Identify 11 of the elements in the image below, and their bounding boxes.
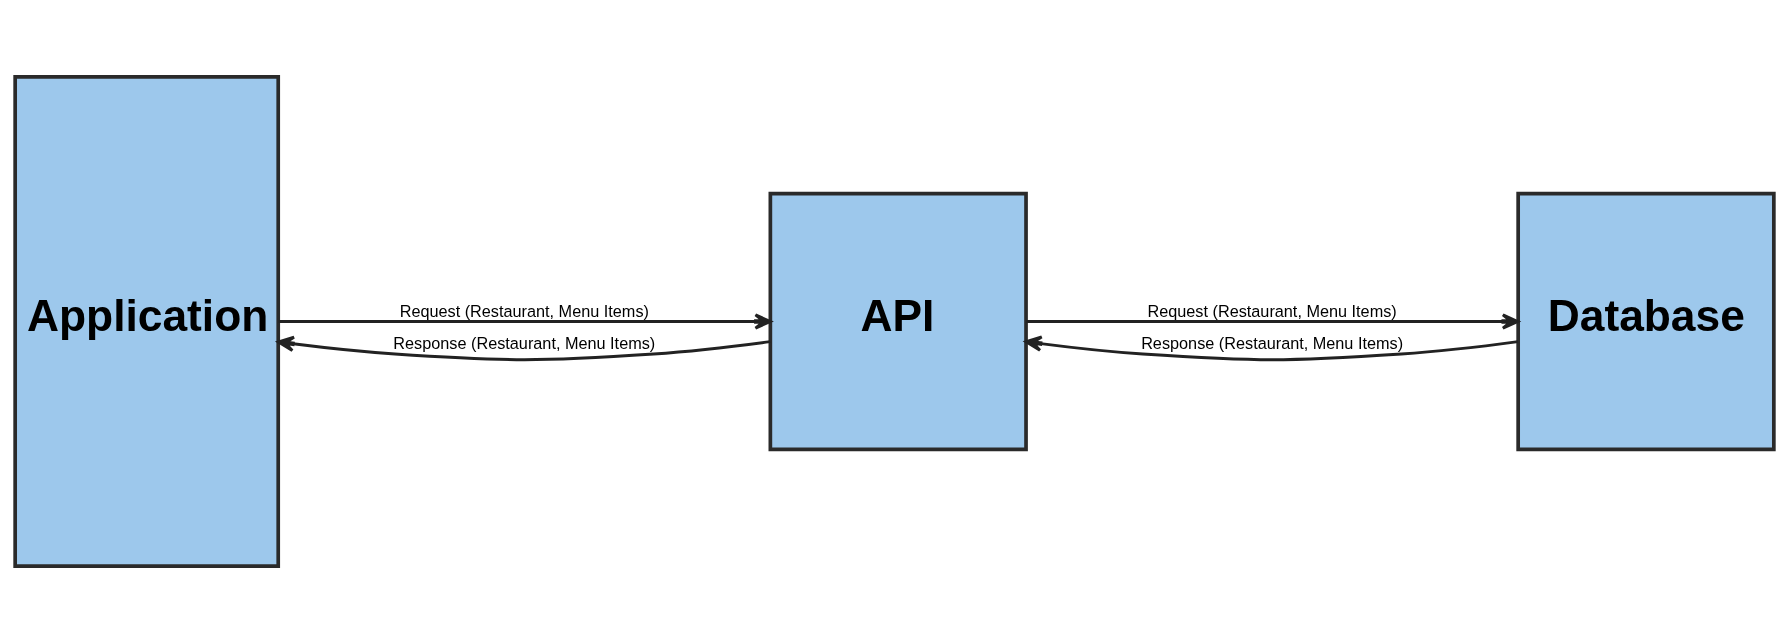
edge-label: Response (Restaurant, Menu Items) [393,334,656,353]
edge-label: Request (Restaurant, Menu Items) [1147,301,1397,320]
node-box: API [768,191,1028,452]
edge-label: Response (Restaurant, Menu Items) [1141,334,1404,353]
arrow [278,313,772,330]
arrow [1024,335,1519,362]
edge-label: Request (Restaurant, Menu Items) [399,301,649,320]
arrow [277,335,771,362]
arrow [1026,313,1520,330]
node-box: Application [13,75,281,568]
node-box: Database [1516,191,1776,452]
